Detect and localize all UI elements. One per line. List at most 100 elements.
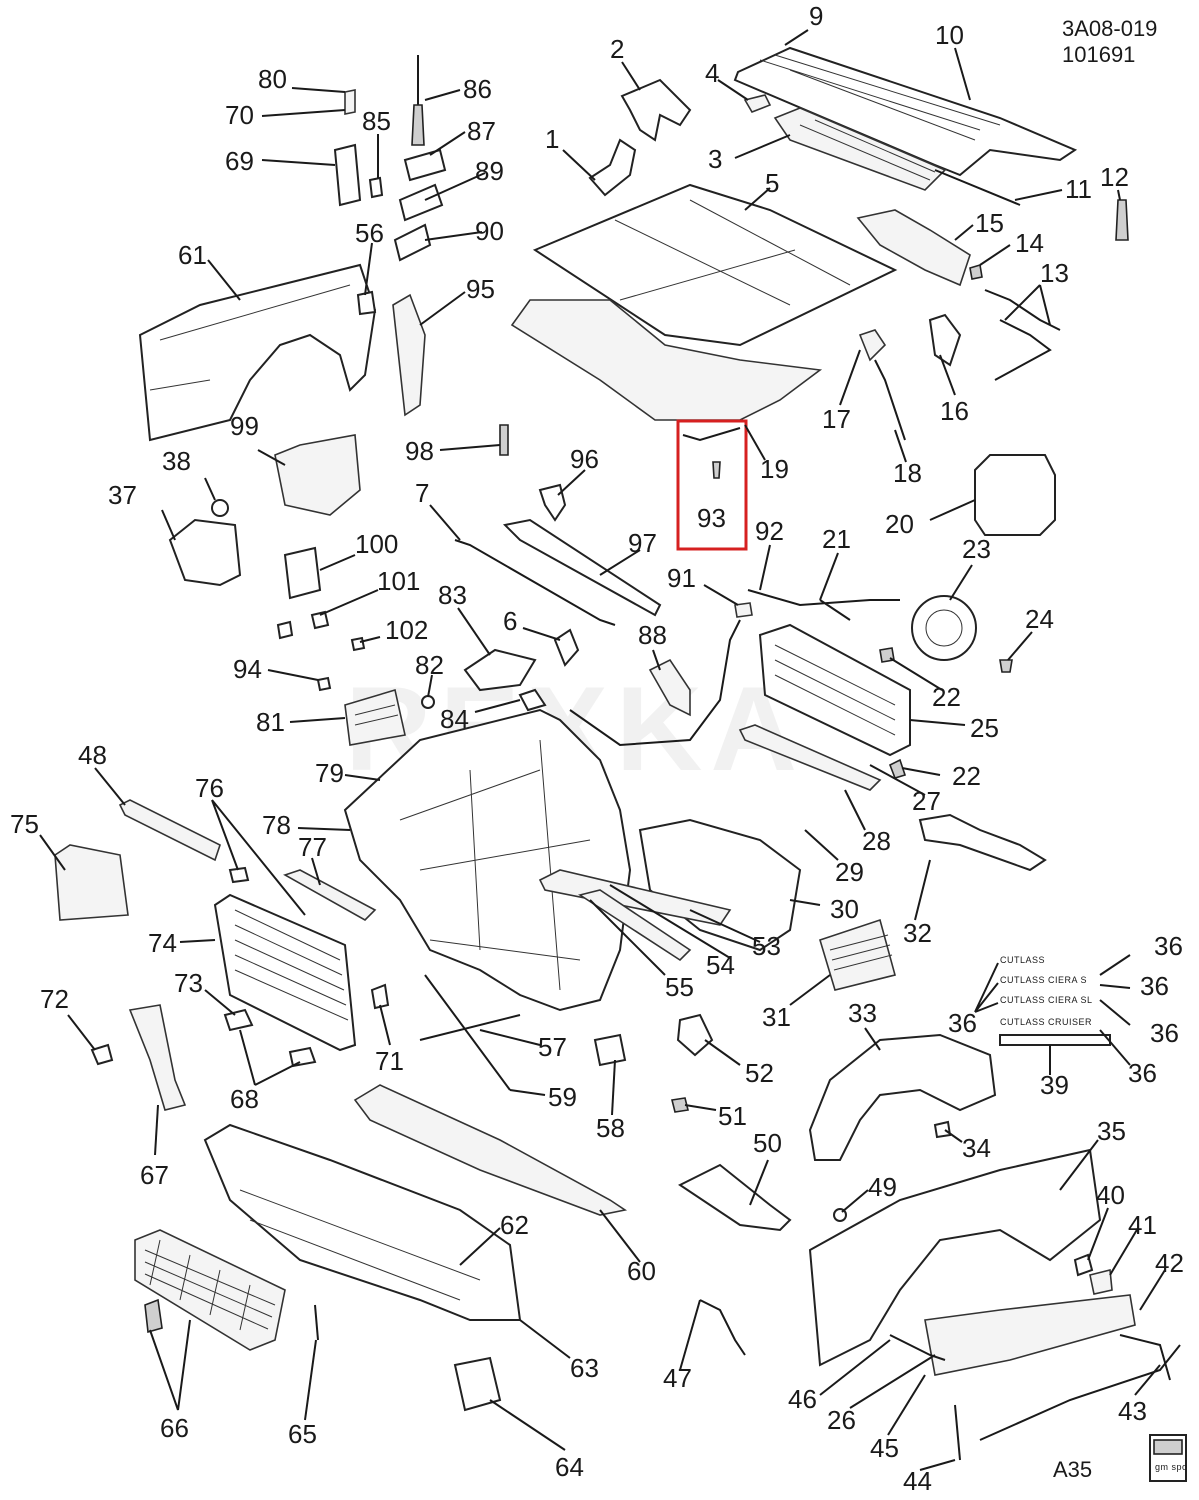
callout-78: 78 xyxy=(262,810,291,840)
callout-37: 37 xyxy=(108,480,137,510)
callout-43: 43 xyxy=(1118,1396,1147,1426)
callout-66: 66 xyxy=(160,1413,189,1443)
callout-62: 62 xyxy=(500,1210,529,1240)
callout-2: 2 xyxy=(610,34,624,64)
callout-23: 23 xyxy=(962,534,991,564)
callout-59: 59 xyxy=(548,1082,577,1112)
callout-45: 45 xyxy=(870,1433,899,1463)
callout-93: 93 xyxy=(697,503,726,533)
callout-29: 29 xyxy=(835,857,864,887)
callout-24: 24 xyxy=(1025,604,1054,634)
callout-41: 41 xyxy=(1128,1210,1157,1240)
callout-87: 87 xyxy=(467,116,496,146)
callout-65: 65 xyxy=(288,1419,317,1449)
emblem-cutlass-ciera-s: CUTLASS CIERA S xyxy=(1000,975,1087,985)
diagram-date: 101691 xyxy=(1062,42,1135,67)
callout-80: 80 xyxy=(258,64,287,94)
callout-88: 88 xyxy=(638,620,667,650)
callout-96: 96 xyxy=(570,444,599,474)
callout-49: 49 xyxy=(868,1172,897,1202)
callout-82: 82 xyxy=(415,650,444,680)
callout-50: 50 xyxy=(753,1128,782,1158)
callout-75: 75 xyxy=(10,809,39,839)
callout-25: 25 xyxy=(970,713,999,743)
callout-4: 4 xyxy=(705,58,719,88)
callout-67: 67 xyxy=(140,1160,169,1190)
callout-85: 85 xyxy=(362,106,391,136)
callout-36-c: 36 xyxy=(948,1008,977,1038)
callout-83: 83 xyxy=(438,580,467,610)
emblem-variants: CUTLASS CUTLASS CIERA S CUTLASS CIERA SL… xyxy=(1000,955,1093,1027)
emblem-cutlass-cruiser: CUTLASS CRUISER xyxy=(1000,1017,1092,1027)
callout-5: 5 xyxy=(765,168,779,198)
callout-94: 94 xyxy=(233,654,262,684)
callout-19: 19 xyxy=(760,454,789,484)
callout-22-upper: 22 xyxy=(932,682,961,712)
callout-73: 73 xyxy=(174,968,203,998)
callout-20: 20 xyxy=(885,509,914,539)
leader-lines xyxy=(39,29,1166,1471)
callout-labels: 9 10 2 4 80 86 70 85 87 69 1 3 89 5 11 1… xyxy=(10,1,1184,1496)
callout-68: 68 xyxy=(230,1084,259,1114)
callout-53: 53 xyxy=(752,931,781,961)
callout-40: 40 xyxy=(1096,1180,1125,1210)
callout-98: 98 xyxy=(405,436,434,466)
emblem-cutlass: CUTLASS xyxy=(1000,955,1045,965)
callout-39: 39 xyxy=(1040,1070,1069,1100)
callout-22-lower: 22 xyxy=(952,761,981,791)
callout-11: 11 xyxy=(1065,174,1092,204)
callout-12: 12 xyxy=(1100,162,1129,192)
callout-79: 79 xyxy=(315,758,344,788)
callout-9: 9 xyxy=(809,1,823,31)
callout-36-a: 36 xyxy=(1154,931,1183,961)
callout-77: 77 xyxy=(298,832,327,862)
callout-61: 61 xyxy=(178,240,207,270)
callout-31: 31 xyxy=(762,1002,791,1032)
callout-72: 72 xyxy=(40,984,69,1014)
callout-36-e: 36 xyxy=(1128,1058,1157,1088)
callout-54: 54 xyxy=(706,950,735,980)
callout-30: 30 xyxy=(830,894,859,924)
callout-64: 64 xyxy=(555,1452,584,1482)
callout-74: 74 xyxy=(148,928,177,958)
callout-35: 35 xyxy=(1097,1116,1126,1146)
callout-15: 15 xyxy=(975,208,1004,238)
callout-13: 13 xyxy=(1040,258,1069,288)
callout-3: 3 xyxy=(708,144,722,174)
parts-layer xyxy=(54,46,1187,1482)
callout-36-d: 36 xyxy=(1150,1018,1179,1048)
emblem-cutlass-ciera-sl: CUTLASS CIERA SL xyxy=(1000,995,1093,1005)
callout-21: 21 xyxy=(822,524,851,554)
callout-36-b: 36 xyxy=(1140,971,1169,1001)
gm-spo-logo-text: gm spo xyxy=(1155,1462,1188,1472)
callout-58: 58 xyxy=(596,1113,625,1143)
callout-91: 91 xyxy=(667,563,696,593)
callout-56: 56 xyxy=(355,218,384,248)
callout-52: 52 xyxy=(745,1058,774,1088)
callout-86: 86 xyxy=(463,74,492,104)
callout-69: 69 xyxy=(225,146,254,176)
callout-18: 18 xyxy=(893,458,922,488)
callout-101: 101 xyxy=(377,566,420,596)
callout-90: 90 xyxy=(475,216,504,246)
callout-44: 44 xyxy=(903,1466,932,1496)
callout-70: 70 xyxy=(225,100,254,130)
callout-10: 10 xyxy=(935,20,964,50)
gm-spo-logo xyxy=(1149,1434,1187,1482)
diagram-code: 3A08-019 xyxy=(1062,16,1157,41)
callout-16: 16 xyxy=(940,396,969,426)
callout-42: 42 xyxy=(1155,1248,1184,1278)
callout-76: 76 xyxy=(195,773,224,803)
callout-100: 100 xyxy=(355,529,398,559)
callout-48: 48 xyxy=(78,740,107,770)
callout-38: 38 xyxy=(162,446,191,476)
callout-95: 95 xyxy=(466,274,495,304)
callout-1: 1 xyxy=(545,124,559,154)
footer-code: A35 xyxy=(1053,1457,1092,1482)
callout-97: 97 xyxy=(628,528,657,558)
callout-81: 81 xyxy=(256,707,285,737)
callout-33: 33 xyxy=(848,998,877,1028)
callout-17: 17 xyxy=(822,404,851,434)
callout-99: 99 xyxy=(230,411,259,441)
